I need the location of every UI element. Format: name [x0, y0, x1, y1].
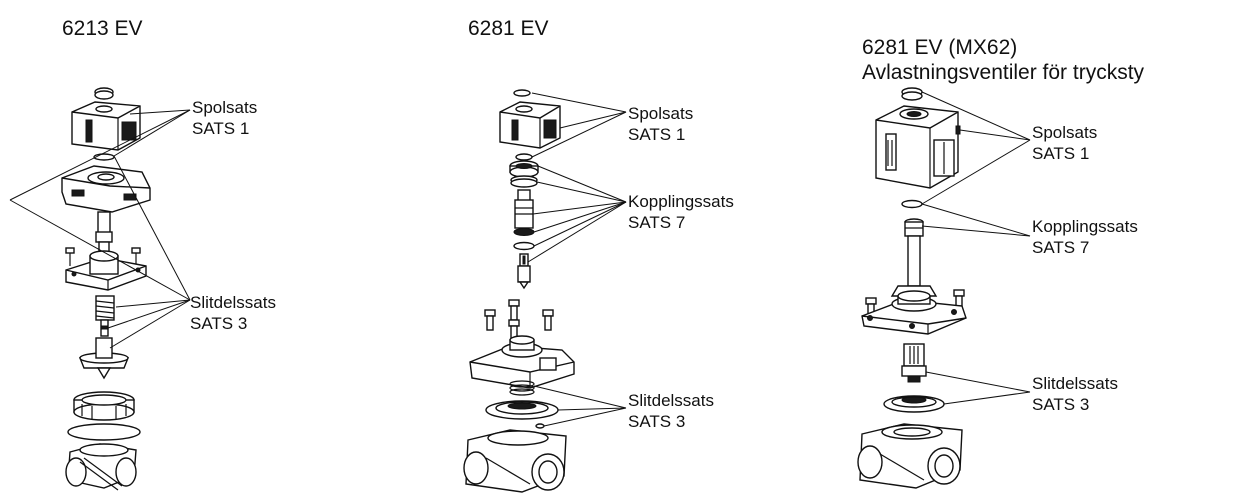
- label-kit-set: SATS 3: [628, 412, 686, 431]
- pilot-pin: [100, 319, 109, 337]
- valve-mx62-exploded: [857, 87, 1031, 489]
- label-slitdelssats-6213: Slitdelssats SATS 3: [190, 292, 276, 334]
- armature-tube: [95, 211, 113, 255]
- valve-body: [463, 429, 567, 493]
- coil: [71, 101, 141, 151]
- diaphragm: [883, 395, 945, 413]
- label-kit-set: SATS 3: [1032, 395, 1090, 414]
- label-kit-name: Slitdelssats: [628, 391, 714, 410]
- label-kit-name: Spolsats: [192, 98, 258, 117]
- label-kopplingssats-mx62: Kopplingssats SATS 7: [1032, 216, 1138, 258]
- spring: [95, 295, 115, 321]
- valve-6213-exploded: [9, 87, 191, 491]
- screw: [542, 309, 554, 331]
- label-kit-set: SATS 7: [1032, 238, 1090, 257]
- ring-nut: [73, 391, 135, 421]
- label-spolsats-6213: Spolsats SATS 1: [192, 97, 257, 139]
- label-kit-set: SATS 3: [190, 314, 248, 333]
- screw: [953, 289, 965, 307]
- leader-lines: [527, 92, 627, 427]
- o-ring: [513, 228, 535, 236]
- label-kit-set: SATS 1: [192, 119, 250, 138]
- o-ring: [513, 241, 535, 251]
- screw: [508, 299, 520, 321]
- armature-tube: [890, 218, 938, 297]
- o-ring: [515, 153, 533, 161]
- gasket: [67, 423, 141, 441]
- column-title-6281-mx62: 6281 EV (MX62): [862, 36, 1018, 59]
- valve-6281-exploded: [463, 89, 627, 493]
- leader-lines: [921, 91, 1031, 405]
- label-kit-set: SATS 1: [628, 125, 686, 144]
- bonnet-cover: [469, 335, 575, 389]
- column-subtitle-6281-mx62: Avlastningsventiler för trycksty: [862, 61, 1145, 84]
- coil-nut: [901, 87, 923, 101]
- column-title-6281: 6281 EV: [468, 17, 549, 40]
- bonnet-cover: [61, 165, 151, 213]
- flange-plate: [65, 250, 147, 291]
- label-kit-set: SATS 1: [1032, 144, 1090, 163]
- coupling-nut: [509, 160, 539, 178]
- diaphragm: [78, 337, 130, 380]
- label-kit-name: Slitdelssats: [1032, 374, 1118, 393]
- coil-nut: [94, 87, 114, 100]
- label-spolsats-mx62: Spolsats SATS 1: [1032, 122, 1097, 164]
- label-spolsats-6281: Spolsats SATS 1: [628, 103, 693, 145]
- pilot-cartridge: [901, 343, 927, 383]
- diaphragm: [485, 400, 559, 420]
- screw: [484, 309, 496, 331]
- label-kit-name: Slitdelssats: [190, 293, 276, 312]
- valve-body: [857, 423, 963, 489]
- armature-tube: [514, 189, 534, 229]
- leader-lines: [9, 109, 191, 349]
- label-kit-name: Kopplingssats: [1032, 217, 1138, 236]
- plunger: [517, 253, 531, 290]
- o-ring: [535, 423, 545, 429]
- screw: [65, 247, 75, 266]
- coil: [499, 101, 561, 149]
- seal-ring: [510, 175, 538, 188]
- label-kit-set: SATS 7: [628, 213, 686, 232]
- label-slitdelssats-mx62: Slitdelssats SATS 3: [1032, 373, 1118, 415]
- column-title-6213: 6213 EV: [62, 17, 143, 40]
- label-kit-name: Spolsats: [628, 104, 694, 123]
- label-kopplingssats-6281: Kopplingssats SATS 7: [628, 191, 734, 233]
- coil-nut: [513, 89, 531, 97]
- coil: [875, 105, 961, 189]
- flange-plate: [861, 290, 967, 335]
- label-kit-name: Spolsats: [1032, 123, 1098, 142]
- valve-body: [65, 443, 137, 491]
- spring: [509, 380, 535, 396]
- o-ring: [901, 199, 923, 209]
- label-slitdelssats-6281: Slitdelssats SATS 3: [628, 390, 714, 432]
- label-kit-name: Kopplingssats: [628, 192, 734, 211]
